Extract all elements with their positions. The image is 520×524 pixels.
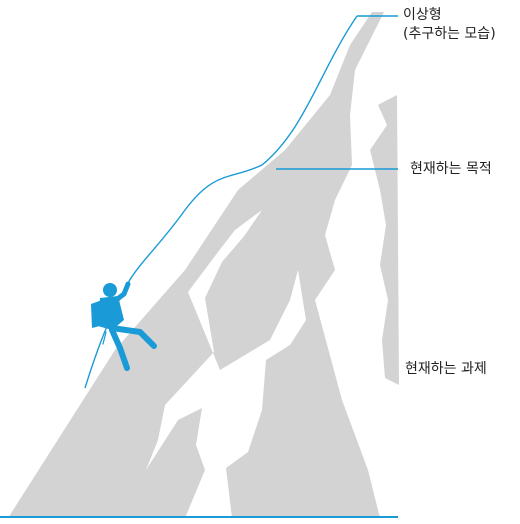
ideal-label: 이상형 (403, 7, 442, 23)
side-rock (370, 95, 399, 385)
current-task-label: 현재하는 과제 (405, 361, 487, 377)
climber-icon (91, 281, 157, 371)
ideal-sub-label: (추구하는 모습) (403, 26, 496, 42)
current-goal-label: 현재하는 목적 (410, 161, 492, 177)
mountain-shape (8, 12, 384, 518)
